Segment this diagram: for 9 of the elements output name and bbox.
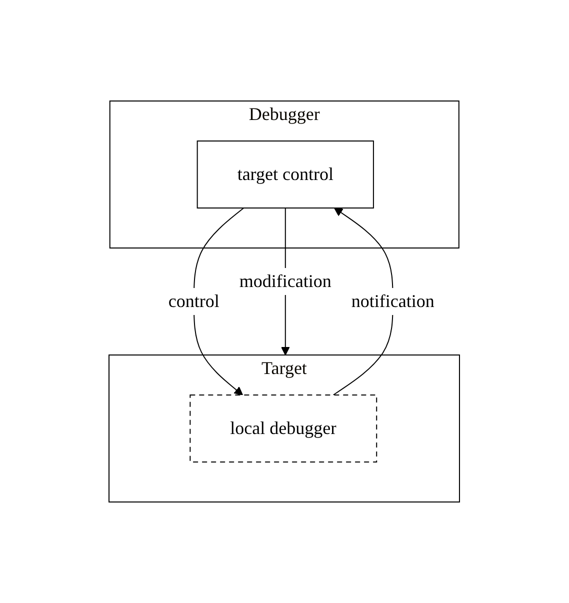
arrow [194,208,244,396]
edge-label: control [168,290,220,311]
edge-label: notification [352,290,435,311]
node-box [190,394,378,462]
edge-label: modification [240,270,332,291]
cluster [110,100,460,248]
cluster [108,354,460,502]
node-box [197,140,374,208]
arrow [333,208,394,396]
